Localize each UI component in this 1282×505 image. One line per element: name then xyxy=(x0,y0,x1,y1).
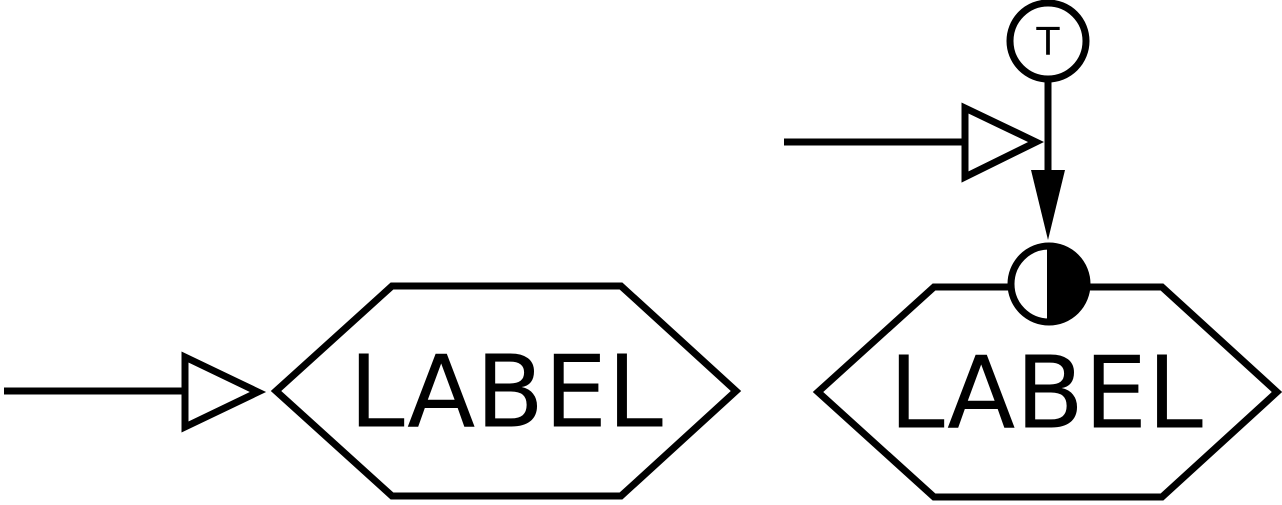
left-hexagon xyxy=(270,282,742,500)
half-filled-circle xyxy=(1007,242,1091,326)
left-hexagon-label: LABEL xyxy=(349,334,663,451)
left-input-arrowhead xyxy=(181,351,267,433)
right-label-symbol: T LABEL xyxy=(784,0,1282,501)
right-hexagon xyxy=(812,283,1282,501)
t-marker-label: T xyxy=(1035,20,1060,64)
half-filled-circle-fill xyxy=(1049,246,1087,322)
right-input-arrowhead xyxy=(961,102,1045,183)
t-marker-arrowhead xyxy=(1031,170,1065,240)
right-hexagon-label: LABEL xyxy=(889,335,1203,452)
left-label-symbol: LABEL xyxy=(4,282,742,500)
